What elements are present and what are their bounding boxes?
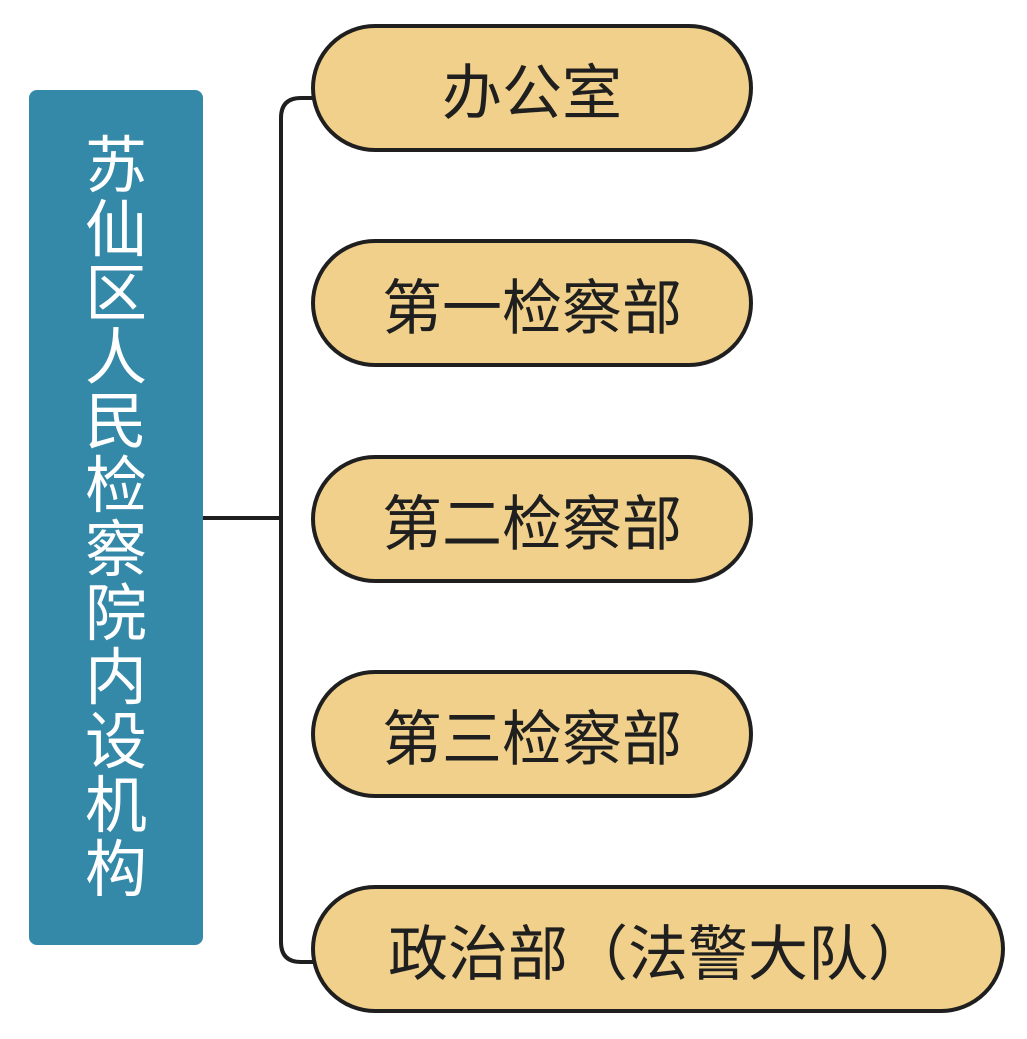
child-node-political-dept: 政治部（法警大队） [311, 885, 1005, 1013]
child-node-label: 第二检察部 [382, 489, 682, 560]
child-node-second-procuratorial-dept: 第二检察部 [311, 455, 753, 583]
child-node-label: 政治部（法警大队） [388, 919, 928, 990]
child-node-third-procuratorial-dept: 第三检察部 [311, 670, 753, 798]
child-node-label: 第一检察部 [382, 273, 682, 344]
child-node-label: 第三检察部 [382, 704, 682, 775]
child-node-first-procuratorial-dept: 第一检察部 [311, 239, 753, 367]
child-node-office: 办公室 [311, 24, 753, 152]
root-node: 苏仙区人民检察院内设机构 [29, 90, 203, 945]
child-node-label: 办公室 [442, 58, 622, 129]
root-node-label: 苏仙区人民检察院内设机构 [84, 128, 147, 906]
branch-trunk [279, 96, 313, 964]
